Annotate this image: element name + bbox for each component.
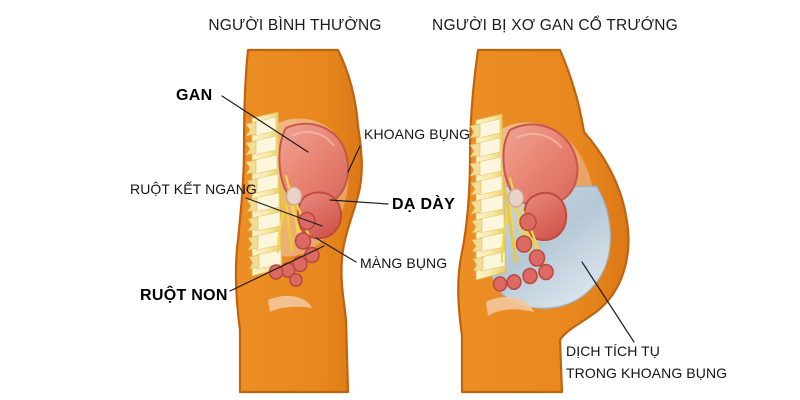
leader-da-day bbox=[329, 199, 389, 205]
transverse-colon-normal bbox=[285, 186, 303, 206]
panel-title-normal: NGƯỜI BÌNH THƯỜNG bbox=[208, 17, 381, 34]
label-gan: GAN bbox=[176, 87, 212, 104]
label-da-day: DẠ DÀY bbox=[392, 194, 455, 213]
label-dich-tich-tu-line1: DỊCH TÍCH TỤ bbox=[566, 343, 660, 359]
leader-khoang-bung bbox=[347, 145, 361, 173]
label-ruot-non: RUỘT NON bbox=[140, 285, 228, 304]
leader-dich-tich-tu bbox=[581, 261, 635, 343]
transverse-colon-cirrhosis bbox=[507, 188, 525, 208]
pelvic-organ-normal bbox=[268, 295, 312, 312]
leader-gan bbox=[221, 95, 309, 153]
small-intestine-cirrhosis bbox=[492, 212, 554, 292]
pelvic-organ-cirrhosis bbox=[486, 297, 534, 316]
leader-mang-bung bbox=[315, 237, 357, 263]
panel-title-cirrhosis: NGƯỜI BỊ XƠ GAN CỔ TRƯỚNG bbox=[432, 16, 678, 34]
label-ruot-ket-ngang: RUỘT KẾT NGANG bbox=[130, 181, 257, 197]
figure-cirrhosis-torso bbox=[457, 48, 630, 394]
spine-normal bbox=[245, 111, 283, 277]
label-dich-tich-tu-line2: TRONG KHOANG BỤNG bbox=[566, 365, 727, 381]
label-mang-bung: MÀNG BỤNG bbox=[360, 255, 447, 271]
leader-ruot-ket-ngang bbox=[245, 197, 323, 227]
figure-normal-torso bbox=[234, 48, 363, 394]
spine-cirrhosis bbox=[469, 113, 507, 281]
leader-ruot-non bbox=[229, 245, 325, 292]
label-khoang-bung: KHOANG BỤNG bbox=[364, 126, 470, 142]
